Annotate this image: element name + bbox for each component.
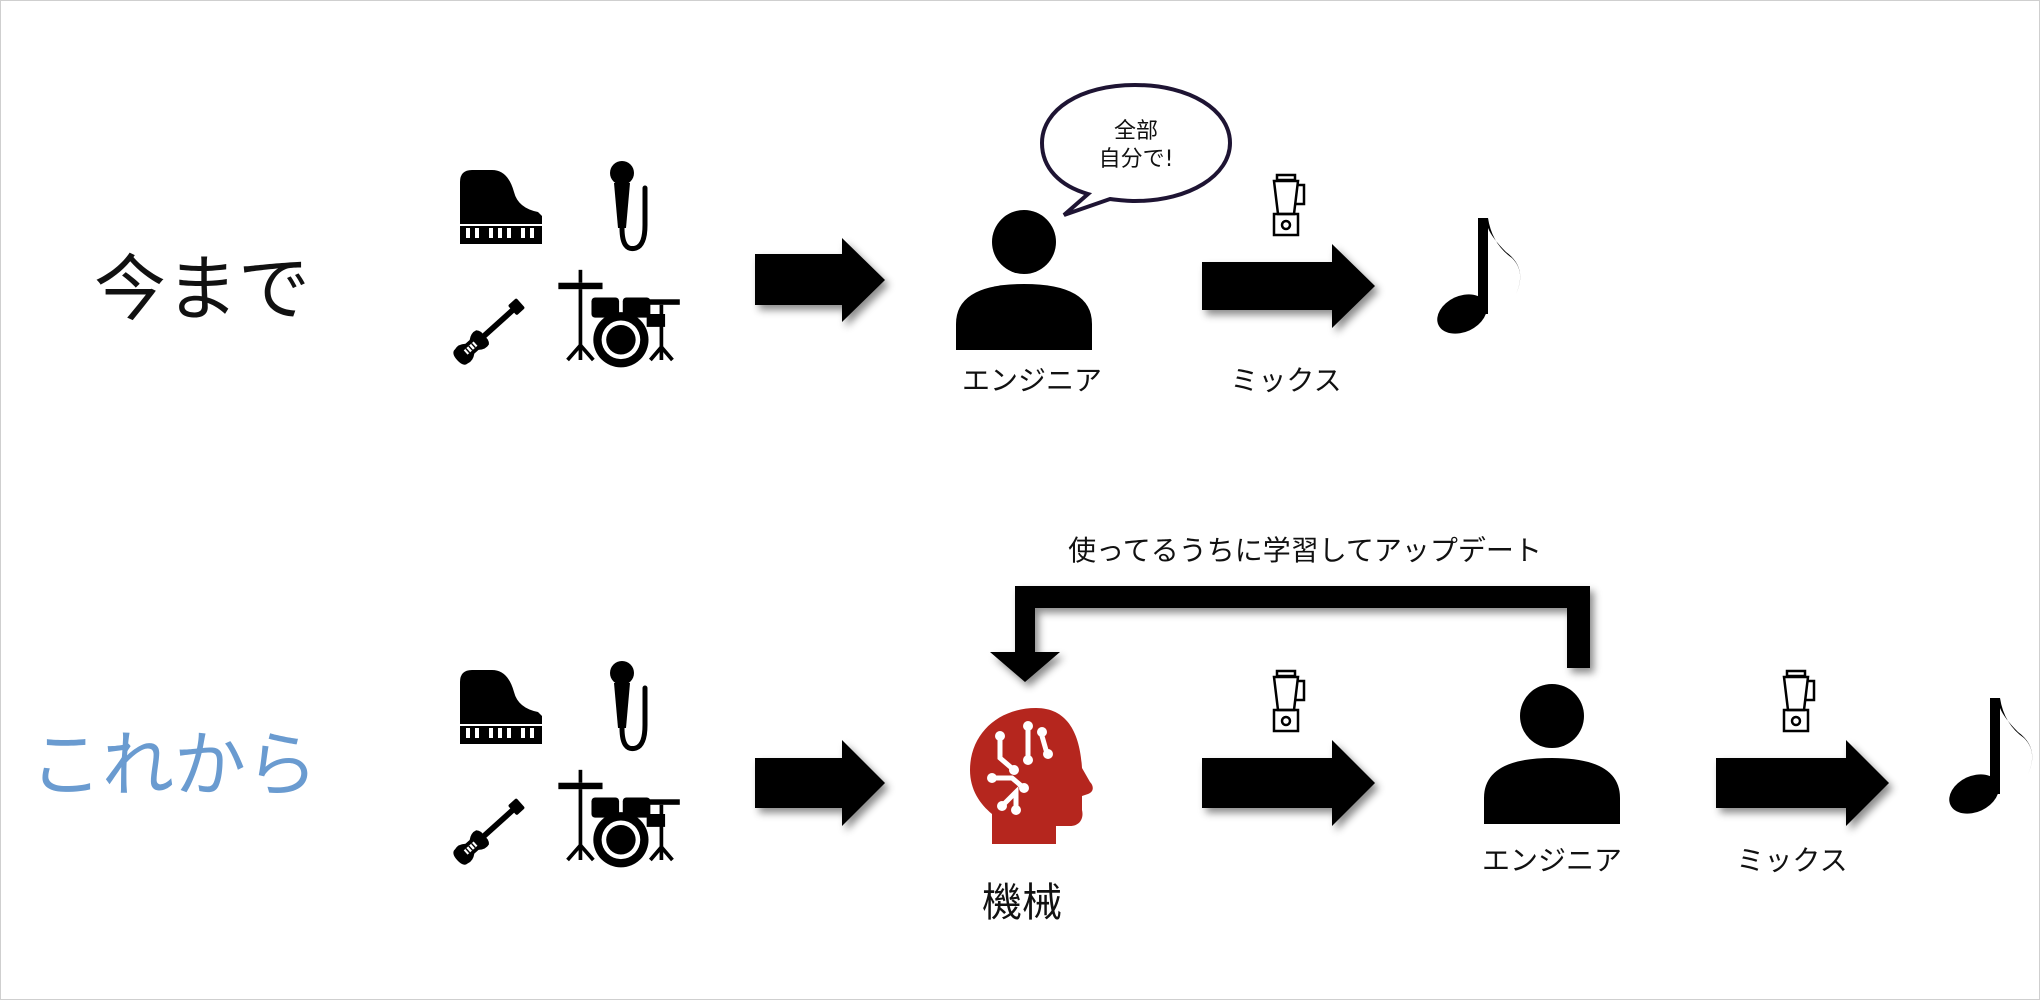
row-label-before: 今まで [94,247,310,331]
arrow-mix-before [1202,244,1375,328]
music-note-icon [1430,218,1521,342]
row-label-after: これから [30,723,318,807]
arrow-machine-to-engineer [1202,740,1375,826]
machine-label: 機械 [982,880,1062,926]
music-note-icon [1942,698,2033,822]
piano-icon [460,170,542,244]
instruments-group-before [449,161,682,370]
blender-icon [1272,173,1306,237]
ai-brain-head-icon [970,708,1093,844]
mix-label-after: ミックス [1736,844,1847,877]
guitar-icon [449,294,529,369]
instruments-group-after [449,661,682,870]
blender-icon [1272,669,1306,733]
microphone-icon [610,161,645,249]
piano-icon [460,670,542,744]
microphone-icon [610,661,645,749]
engineer-label-before: エンジニア [962,364,1102,397]
arrow-to-engineer-before [755,238,885,322]
drum-kit-icon [556,267,682,370]
engineer-person-icon [956,210,1092,350]
speech-bubble-line-1: 全部 [1114,119,1158,144]
feedback-label: 使ってるうちに学習してアップデート [1068,534,1542,567]
engineer-person-icon [1484,684,1620,824]
blender-icon [1782,669,1816,733]
arrow-to-machine [755,740,885,826]
speech-bubble-line-2: 自分で! [1099,147,1174,172]
speech-bubble: 全部 自分で! [1039,82,1233,217]
arrow-mix-after [1716,740,1889,826]
feedback-loop-arrow [990,586,1590,682]
engineer-label-after: エンジニア [1482,844,1622,877]
mix-label-before: ミックス [1230,364,1341,397]
drum-kit-icon [556,768,682,870]
guitar-icon [449,794,529,869]
